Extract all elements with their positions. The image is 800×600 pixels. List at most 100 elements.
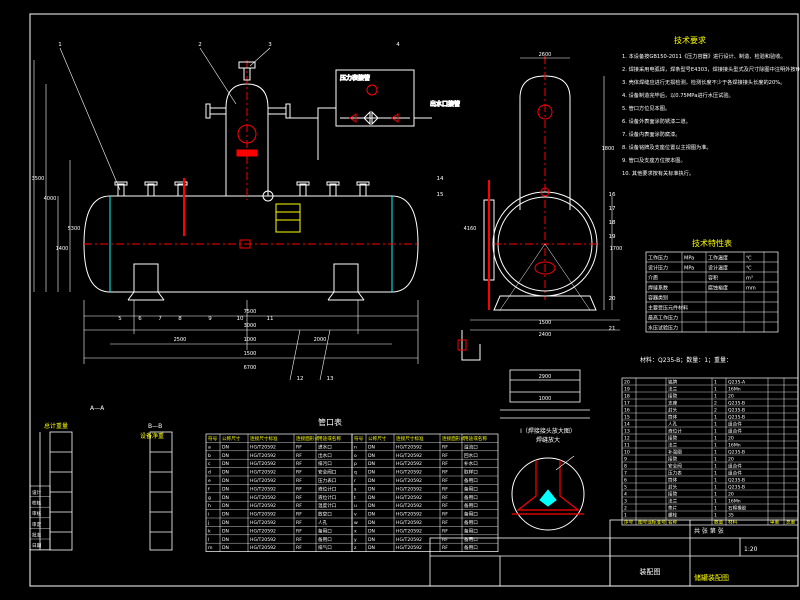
parts-cell: 人孔 [668,421,678,428]
nozzle-cell: RF [442,512,448,518]
nozzle-cell: 压力表口 [318,477,337,484]
nozzle-cell: a [208,445,211,450]
nozzle-cell: HG/T20592 [396,520,422,526]
nozzle-header-cell: 用途或名称 [318,435,341,442]
nozzle-cell: o [354,454,357,459]
parts-cell: 1 [714,506,717,512]
parts-cell: 2 [714,401,717,407]
parts-cell: Q235-B [728,408,745,414]
nozzle-cell: DN [368,545,375,551]
parts-cell: 接管 [668,435,678,442]
nozzle-cell: RF [442,545,448,551]
nozzle-cell: HG/T20592 [250,545,276,551]
nozzle-cell: HG/T20592 [250,495,276,501]
parts-cell: 1 [714,478,717,484]
parts-cell: 6 [624,478,627,484]
dimension-label: 4160 [464,226,477,232]
nozzle-cell: DN [368,461,375,467]
side-elevation-view [457,56,620,361]
nozzle-cell: DN [368,528,375,534]
detail-label: I（焊接接头放大图） [520,427,576,435]
nozzle-cell: RF [296,503,302,509]
nozzle-cell: t [354,495,356,501]
nozzle-cell: HG/T20592 [396,528,422,534]
parts-cell: 1 [624,513,627,519]
detail-sub-label: 焊缝放大 [536,436,560,444]
param-cell: ℃ [746,266,752,272]
nozzle-cell: HG/T20592 [396,503,422,509]
param-cell: 介质 [648,275,658,282]
nozzle-cell: u [354,504,357,509]
param-cell: ℃ [746,256,752,262]
nozzle-cell: j [207,520,209,526]
nozzle-cell: RF [296,495,302,501]
nozzle-cell: 备用口 [318,527,332,534]
nozzle-cell: DN [368,486,375,492]
nozzle-cell: DN [368,495,375,501]
parts-cell: 1 [714,499,717,505]
parts-cell: 18 [624,394,630,400]
parts-cell: 16Mn [728,443,741,449]
stamp-cell: 日期 [32,543,42,549]
technical-notes: 1. 本设备按GB150-2011《压力容器》进行设计、制造、检验和验收。2. … [622,52,800,177]
nozzle-cell: DN [222,537,229,543]
note-line: 6. 设备外表面涂防锈漆二道。 [622,117,691,125]
parts-cell: Q235-B [728,415,745,421]
nozzle-cell: HG/T20592 [396,537,422,543]
dimension-label: 1000 [539,396,552,402]
valve-assembly-box: 压力表接管 出水口接管 [335,69,461,127]
nozzle-cell: 液位计口 [318,494,337,501]
nozzle-cell: DN [368,470,375,476]
nozzle-cell: 备用口 [464,502,478,509]
note-line: 10. 其他要求按有关标准执行。 [622,169,694,177]
parts-cell: 组合件 [728,421,742,428]
parts-cell: 17 [624,401,630,407]
parts-cell: Q235-A [728,380,746,386]
callout-number: 15 [437,192,444,198]
valve-label: 压力表接管 [340,74,370,82]
dimension-label: 5300 [68,226,81,232]
nozzle-cell: HG/T20592 [250,537,276,543]
param-cell: m³ [746,276,753,282]
callout-number: 1 [58,42,62,48]
nozzle-cell: RF [442,461,448,467]
nozzle-cell: RF [442,528,448,534]
parts-cell: 螺栓 [668,512,678,519]
parts-cell: 14 [624,422,630,428]
parts-cell: 组合件 [728,428,742,435]
nozzle-cell: RF [296,444,302,450]
section-small [500,369,590,419]
parts-header-cell: 总重 [786,519,796,526]
parts-header-cell: 数量 [714,519,724,526]
parts-cell: 16Mn [728,387,741,393]
callout-number: 6 [138,316,142,322]
nozzle-cell: 备用口 [464,494,478,501]
parts-cell: 9 [624,457,627,463]
nozzle-cell: 取样口 [464,469,478,476]
parts-cell: 7 [624,471,627,477]
nozzle-cell: f [208,486,210,492]
param-cell: 腐蚀裕度 [708,285,728,292]
nozzle-cell: l [208,537,209,543]
nozzle-cell: DN [368,537,375,543]
nozzle-cell: 回水口 [464,452,478,459]
stamp-cell: 校核 [32,500,42,507]
parts-cell: 35 [728,513,734,519]
left-tag2: 设备净重 [140,432,164,440]
nozzle-cell: HG/T20592 [250,503,276,509]
callout-number: 13 [327,376,334,382]
callout-number: 12 [297,376,304,382]
callout-number: 3 [268,42,272,48]
nozzle-header-cell: 符号 [208,435,218,442]
dimension-label: 4000 [44,196,57,202]
nozzle-cell: p [354,462,357,467]
title-sheet: 共 张 第 张 [694,527,724,535]
parts-cell: 1 [714,387,717,393]
parts-cell: 接管 [668,491,678,498]
nozzle-cell: RF [442,495,448,501]
nozzle-cell: HG/T20592 [396,444,422,450]
